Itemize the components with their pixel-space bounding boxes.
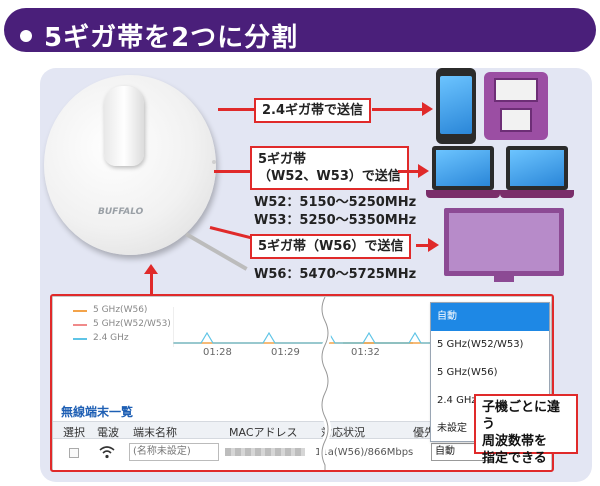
legend-w56-swatch: [73, 310, 87, 312]
arrow-w56-line-b: [416, 244, 430, 247]
arrow-down-line: [150, 272, 153, 294]
handheld-game-bottom-screen: [500, 108, 532, 132]
row-status: 11a(W56)/866Mbps: [315, 447, 414, 458]
cut-marker: [319, 297, 331, 471]
tick-0: 01:28: [203, 347, 232, 358]
title-banner: 5ギガ帯を2つに分割: [4, 8, 596, 53]
label-w52w53-line1: 5ギガ帯: [258, 152, 307, 167]
legend-w56-label: 5 GHz(W56): [93, 305, 148, 315]
label-w52w53-line2: （W52、W53）で送信: [258, 169, 401, 184]
arrow-w52-line-b: [398, 170, 420, 173]
col-mac: MACアドレス: [229, 426, 298, 439]
laptop-base-1: [426, 190, 500, 198]
laptop-base-2: [500, 190, 574, 198]
device-name-input[interactable]: (名称未設定): [129, 443, 219, 461]
option-w56[interactable]: 5 GHz(W56): [437, 367, 498, 378]
col-status: 対応状況: [321, 426, 365, 439]
tick-1: 01:29: [271, 347, 300, 358]
arrow-24-line-a: [218, 108, 256, 111]
callout-line1: 子機ごとに違う: [482, 400, 561, 432]
banner-title: 5ギガ帯を2つに分割: [44, 23, 299, 53]
option-24[interactable]: 2.4 GHz: [437, 395, 477, 406]
col-device-name: 端末名称: [133, 426, 177, 439]
col-select: 選択: [63, 426, 85, 439]
laptop-icon-2: [506, 146, 568, 190]
tv-icon: [444, 208, 564, 276]
laptop-icon-1: [432, 146, 494, 190]
col-priority: 優先: [413, 426, 435, 439]
freq-w52: W52：5150～5250MHz: [254, 195, 417, 210]
bullet-dot-icon: [20, 30, 32, 42]
arrow-24-line-b: [372, 108, 424, 111]
tick-2: 01:32: [351, 347, 380, 358]
mac-address-blurred: [225, 448, 305, 456]
label-w52w53: 5ギガ帯 （W52、W53）で送信: [250, 146, 409, 190]
graph-right-segment: [343, 331, 433, 344]
smartphone-screen: [440, 76, 472, 134]
section-title-device-list: 無線端末一覧: [61, 405, 134, 419]
col-signal: 電波: [97, 426, 119, 439]
table-header: 選択 電波 端末名称 MACアドレス 対応状況 優先: [53, 421, 551, 439]
handheld-game-top-screen: [494, 78, 538, 102]
router-logo: BUFFALO: [98, 207, 144, 217]
label-24ghz: 2.4ギガ帯で送信: [254, 98, 372, 123]
callout-box: 子機ごとに違う 周波数帯を 指定できる: [474, 394, 578, 466]
label-w56: 5ギガ帯（W56）で送信: [250, 234, 412, 259]
freq-w53: W53：5250～5350MHz: [254, 213, 417, 228]
arrow-down-head-icon: [144, 264, 158, 274]
option-unset[interactable]: 未設定: [437, 423, 467, 434]
tv-stand: [494, 276, 514, 282]
callout-line3: 指定できる: [482, 451, 547, 466]
arrow-w52-head-icon: [418, 164, 429, 178]
arrow-w52-line-a: [214, 170, 252, 173]
row-select-checkbox[interactable]: [69, 448, 79, 458]
wifi-signal-icon: [99, 446, 115, 459]
callout-line2: 周波数帯を: [482, 434, 548, 449]
arrow-24-head-icon: [422, 102, 433, 116]
router-led-icon: [212, 160, 216, 164]
graph-line-24: [173, 331, 413, 344]
arrow-w56-head-icon: [428, 238, 439, 252]
option-auto[interactable]: 自動: [431, 303, 549, 331]
legend-w52w53-swatch: [73, 324, 87, 326]
legend-w52w53-label: 5 GHz(W52/W53): [93, 319, 171, 329]
legend-24-swatch: [73, 338, 87, 340]
option-w52w53[interactable]: 5 GHz(W52/W53): [437, 339, 524, 350]
router-antenna-head: [104, 86, 144, 166]
freq-w56: W56：5470～5725MHz: [254, 267, 417, 282]
legend-24-label: 2.4 GHz: [93, 333, 129, 343]
